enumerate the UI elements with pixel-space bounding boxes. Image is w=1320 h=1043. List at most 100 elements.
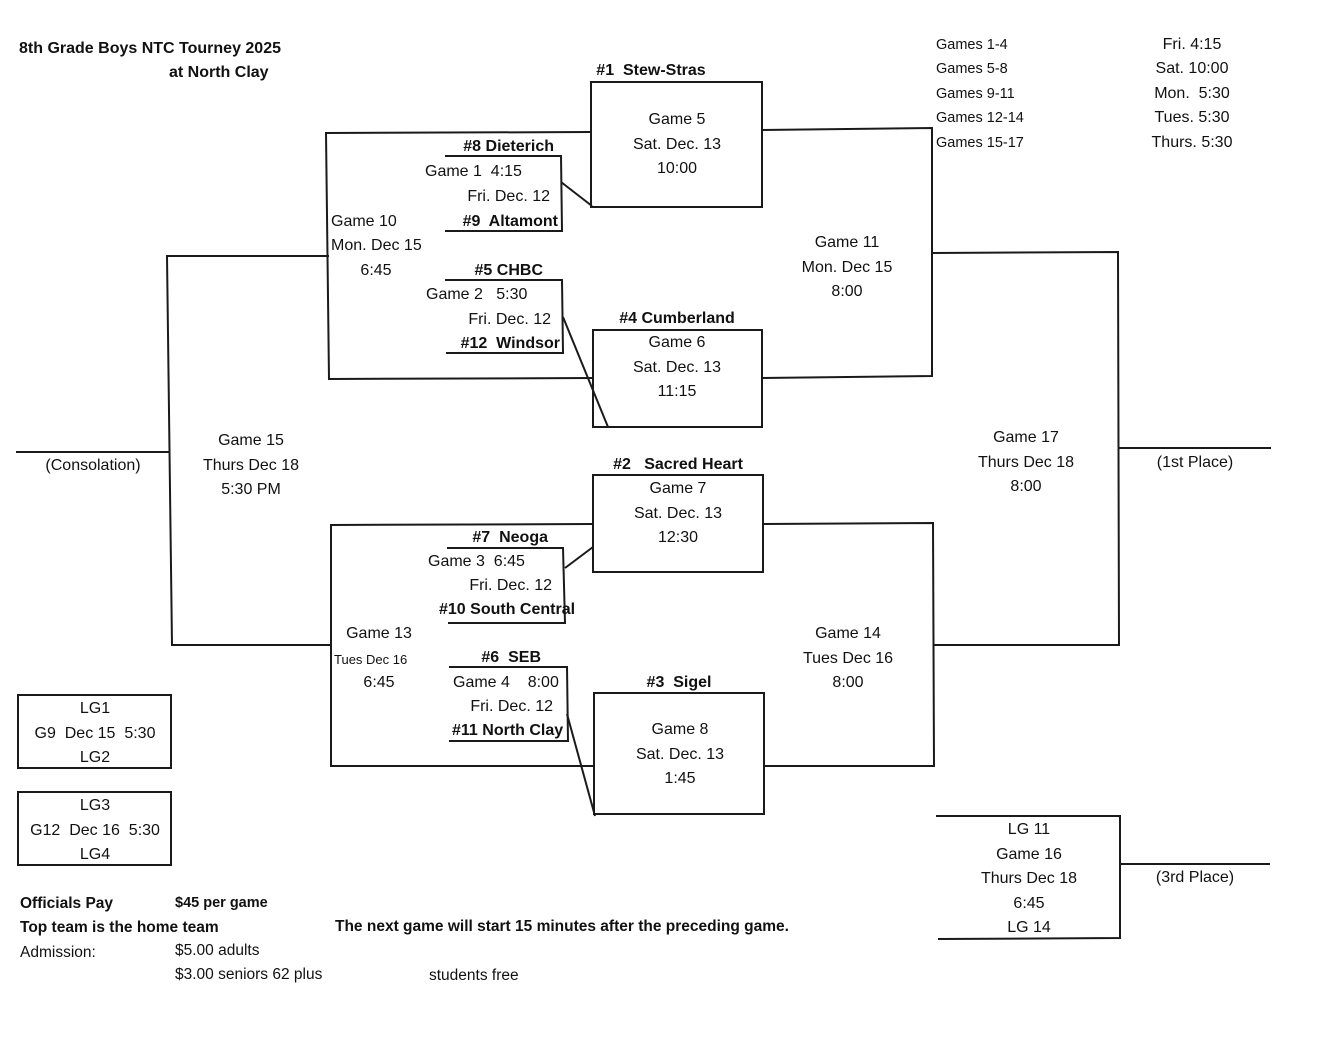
- lg3-game12: LG3 G12 Dec 16 5:30 LG4: [30, 794, 160, 868]
- admission-seniors: $3.00 seniors 62 plus: [175, 966, 323, 983]
- officials-pay-value: $45 per game: [175, 895, 268, 911]
- admission-label: Admission:: [20, 944, 96, 961]
- game13-date: Tues Dec 16: [334, 652, 408, 667]
- team-dieterich: #8 Dieterich: [463, 138, 554, 155]
- game5-box: [590, 81, 763, 208]
- game8-time: 1:45: [664, 770, 696, 787]
- game1-date: Fri. Dec. 12: [467, 188, 550, 205]
- game8-date: Sat. Dec. 13: [635, 745, 725, 763]
- game14: Game 14 Tues Dec 16 8:00: [803, 622, 893, 696]
- schedule-games: Games 1-4: [936, 37, 1008, 53]
- game15-label: Game 15: [218, 432, 284, 449]
- game13-label: Game 13: [346, 625, 412, 642]
- lg1-top: LG1: [79, 700, 111, 717]
- team-south-central: #10 South Central: [439, 601, 576, 618]
- game15: Game 15 Thurs Dec 18 5:30 PM: [203, 429, 299, 503]
- game17-label: Game 17: [993, 429, 1059, 446]
- schedule-games: Games 12-14: [936, 110, 1024, 126]
- team-sigel: #3 Sigel: [646, 674, 712, 691]
- game4-label: Game 4 8:00: [453, 674, 559, 691]
- game17-date: Thurs Dec 18: [977, 453, 1075, 471]
- game11: Game 11 Mon. Dec 15 8:00: [802, 231, 893, 305]
- schedule-games: Games 15-17: [936, 135, 1024, 151]
- game17-time: 8:00: [1010, 478, 1042, 495]
- team-seb: #6 SEB: [481, 649, 541, 666]
- game7-time: 12:30: [657, 529, 699, 546]
- lg3-bottom: LG4: [79, 846, 111, 863]
- lg3-middle: G12 Dec 16 5:30: [30, 821, 160, 839]
- game7-date: Sat. Dec. 13: [633, 504, 723, 522]
- schedule-time: Thurs. 5:30: [1151, 134, 1233, 151]
- lg1-game9: LG1 G9 Dec 15 5:30 LG2: [35, 697, 156, 771]
- game16-time: 6:45: [1013, 894, 1045, 912]
- game2-date: Fri. Dec. 12: [468, 311, 551, 328]
- game8-box: [593, 692, 765, 815]
- lg1-bottom: LG2: [79, 749, 111, 766]
- schedule-games: Games 9-11: [936, 86, 1015, 102]
- lg1-middle: G9 Dec 15 5:30: [34, 724, 156, 742]
- game6-label: Game 6: [648, 334, 706, 351]
- team-cumberland: #4 Cumberland: [619, 310, 735, 327]
- game4-date: Fri. Dec. 12: [470, 698, 553, 715]
- team-neoga: #7 Neoga: [472, 529, 548, 546]
- game10-date: Mon. Dec 15: [331, 237, 422, 254]
- third-place-label: (3rd Place): [1155, 869, 1235, 886]
- game15-bracket: [165, 255, 331, 646]
- game5-label: Game 5: [648, 111, 706, 128]
- team-stew-stras: #1 Stew-Stras: [596, 62, 706, 79]
- first-place-label: (1st Place): [1156, 454, 1234, 471]
- game16-bracket: [936, 815, 1121, 940]
- game16: LG 11 Game 16 Thurs Dec 18 6:45 LG 14: [981, 818, 1077, 941]
- game16-date: Thurs Dec 18: [980, 870, 1078, 887]
- home-team-note: Top team is the home team: [20, 919, 219, 936]
- game2-bracket: [445, 279, 565, 354]
- officials-pay-label: Officials Pay: [20, 895, 114, 912]
- consolation-label: (Consolation): [45, 457, 141, 474]
- schedule-time: Tues. 5:30: [1154, 109, 1230, 126]
- game6-time: 11:15: [657, 383, 697, 400]
- game14-bracket: [762, 521, 936, 767]
- admission-adults: $5.00 adults: [175, 942, 260, 959]
- game17: Game 17 Thurs Dec 18 8:00: [978, 426, 1074, 500]
- game11-label: Game 11: [814, 234, 880, 251]
- page-subtitle: at North Clay: [169, 64, 269, 81]
- lg3-top: LG3: [79, 797, 111, 814]
- game1-label: Game 1 4:15: [425, 163, 522, 180]
- game15-time: 5:30 PM: [221, 481, 281, 498]
- next-game-note: The next game will start 15 minutes afte…: [335, 918, 789, 935]
- game16-top: LG 11: [1007, 821, 1051, 838]
- game1-bracket: [445, 155, 564, 232]
- game3-date: Fri. Dec. 12: [469, 577, 552, 594]
- schedule-time: Fri. 4:15: [1162, 36, 1222, 53]
- game16-label: Game 16: [996, 845, 1062, 863]
- game4-bracket: [449, 666, 570, 742]
- team-windsor: #12 Windsor: [460, 335, 560, 352]
- team-north-clay: #11 North Clay: [452, 722, 564, 739]
- game10-time: 6:45: [360, 262, 392, 279]
- game6-date: Sat. Dec. 13: [632, 358, 722, 376]
- game15-date: Thurs Dec 18: [202, 456, 300, 474]
- game17-bracket: [931, 250, 1121, 646]
- game13-time: 6:45: [363, 674, 395, 691]
- team-chbc: #5 CHBC: [474, 262, 543, 279]
- game3-connector: [564, 546, 594, 569]
- lg3-box: [17, 791, 172, 866]
- game3-bracket: [447, 547, 567, 624]
- game10-label: Game 10: [331, 213, 397, 230]
- game11-date: Mon. Dec 15: [801, 258, 893, 276]
- game11-time: 8:00: [831, 283, 863, 300]
- team-altamont: #9 Altamont: [462, 213, 558, 230]
- lg1-box: [17, 694, 172, 769]
- game2-connector: [562, 316, 609, 428]
- game3-label: Game 3 6:45: [428, 553, 525, 570]
- game7-label: Game 7: [649, 480, 707, 497]
- game2-label: Game 2 5:30: [426, 286, 528, 303]
- game14-date: Tues Dec 16: [802, 649, 894, 667]
- schedule-games: Games 5-8: [936, 61, 1008, 77]
- game14-time: 8:00: [832, 674, 864, 691]
- game1-connector: [560, 181, 593, 207]
- game14-label: Game 14: [815, 625, 881, 642]
- page-title: 8th Grade Boys NTC Tourney 2025: [19, 40, 281, 57]
- game5-time: 10:00: [656, 160, 698, 177]
